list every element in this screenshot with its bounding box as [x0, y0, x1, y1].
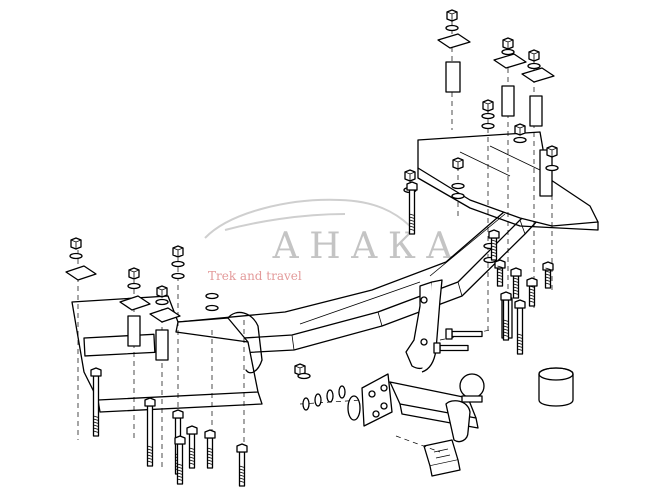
bolt-icon	[445, 328, 483, 340]
bolt-icon	[90, 367, 102, 437]
washer-icon	[451, 182, 465, 190]
washer-icon	[297, 372, 311, 380]
washer-icon	[481, 112, 495, 120]
washer-icon	[326, 389, 334, 403]
bolts	[90, 181, 554, 487]
bolt-icon	[526, 277, 538, 307]
ball-cover-cap	[538, 367, 574, 407]
washer-icon	[527, 62, 541, 70]
bolt-icon	[542, 261, 554, 289]
bolt-icon	[514, 299, 526, 355]
washer-icon	[545, 164, 559, 172]
watermark-tagline: Trek and travel	[208, 269, 302, 283]
bolt-icon	[174, 435, 186, 485]
washer-icon	[205, 292, 219, 300]
hex-nut-icon	[482, 99, 494, 112]
bolt-icon	[433, 342, 469, 354]
socket-plate	[347, 373, 393, 427]
watermark-car-roof-icon	[224, 213, 346, 231]
washer-icon	[481, 122, 495, 130]
hex-nut-icon	[528, 49, 540, 62]
hex-nut-icon	[404, 169, 416, 182]
washer-icon	[69, 252, 83, 260]
bolt-icon	[204, 429, 216, 469]
watermark-car-outline-icon	[204, 198, 411, 239]
washer-icon	[513, 136, 527, 144]
bolt-icon	[186, 425, 198, 469]
center-drop-plates	[405, 279, 443, 373]
hex-nut-icon	[446, 9, 458, 22]
washer-icon	[338, 385, 346, 399]
bolt-icon	[406, 181, 418, 235]
hex-nut-icon	[502, 37, 514, 50]
hex-nut-icon	[128, 267, 140, 280]
tow-ball	[459, 373, 485, 399]
washers	[69, 24, 559, 411]
washer-icon	[171, 260, 185, 268]
hex-nut-icon	[172, 245, 184, 258]
hex-nut-icon	[452, 157, 464, 170]
bolt-icon	[494, 259, 506, 287]
hex-nut-icon	[514, 123, 526, 136]
bolt-icon	[500, 291, 512, 341]
bolt-icon	[488, 229, 500, 261]
hex-nut-icon	[156, 285, 168, 298]
electric-socket	[423, 439, 461, 477]
nuts	[70, 9, 558, 376]
washer-icon	[445, 24, 459, 32]
washer-icon	[501, 48, 515, 56]
watermark-brand: АНАКА	[272, 226, 463, 267]
bolt-icon	[510, 267, 522, 299]
washer-icon	[127, 282, 141, 290]
tow-ball-assembly	[389, 373, 485, 443]
socket-ring	[347, 395, 361, 421]
washer-icon	[205, 304, 219, 312]
bolt-icon	[144, 397, 156, 467]
watermark: АНАКА Trek and travel	[204, 198, 463, 283]
washer-icon	[314, 393, 322, 407]
bolt-icon	[236, 443, 248, 487]
fixing-plates	[65, 33, 555, 323]
hex-nut-icon	[70, 237, 82, 250]
washer-icon	[451, 192, 465, 200]
washer-icon	[302, 397, 310, 411]
hex-nut-icon	[546, 145, 558, 158]
washer-icon	[171, 272, 185, 280]
washer-icon	[155, 298, 169, 306]
